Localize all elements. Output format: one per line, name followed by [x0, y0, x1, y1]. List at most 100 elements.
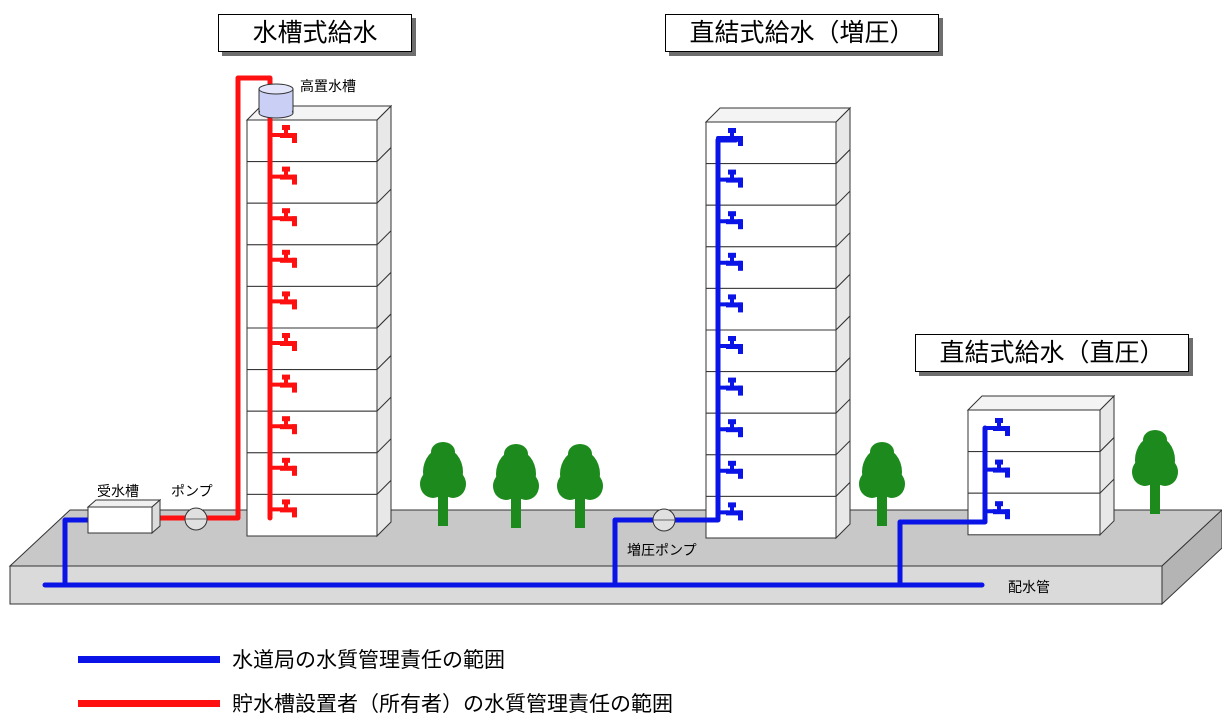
faucet-spout [280, 257, 296, 263]
faucet-stem [997, 463, 1001, 469]
faucet-nozzle [292, 133, 297, 143]
tree-trunk [438, 486, 448, 526]
floor-front [246, 369, 378, 412]
faucet-spout [726, 260, 742, 266]
faucet-direct-2 [993, 459, 1010, 478]
tree-trunk [511, 488, 521, 528]
faucet-booster-1 [726, 128, 743, 146]
faucet-nozzle [292, 174, 297, 185]
faucet-spout [280, 341, 296, 346]
tree-1 [420, 442, 466, 526]
faucet-spout [280, 465, 296, 471]
tree-crown-left [1132, 458, 1158, 486]
faucet-nozzle [292, 299, 297, 310]
floor-front [246, 119, 378, 163]
floor-front [705, 412, 837, 456]
faucet-spout [993, 426, 1009, 431]
faucet-booster-8 [726, 419, 743, 438]
tree-crown-left [859, 470, 885, 498]
label-receiving-tank: 受水槽 [97, 484, 139, 500]
floor-side [1099, 477, 1115, 537]
floor-front [246, 244, 378, 287]
faucet-handle [728, 294, 736, 300]
floor-front [246, 452, 378, 495]
faucet-handle [728, 211, 736, 217]
faucet-booster-2 [726, 169, 743, 188]
faucet-owner-2 [280, 166, 297, 185]
floor-front [967, 409, 1101, 453]
faucet-nozzle [738, 385, 743, 396]
faucet-direct-1 [993, 418, 1010, 436]
faucet-stem [730, 506, 734, 512]
tree-crown-right [1152, 458, 1178, 486]
floor-front [246, 327, 378, 371]
floor-front [967, 492, 1101, 536]
legend-line-owner [78, 699, 220, 707]
faucet-handle [728, 502, 736, 508]
faucet-spout [726, 136, 742, 141]
faucet-stem [730, 215, 734, 221]
pipe-utility-to-receiving-tank [62, 517, 93, 588]
faucet-spout [993, 467, 1009, 473]
faucet-owner-10 [280, 499, 297, 518]
faucet-spout [993, 509, 1009, 515]
faucet-stem [730, 381, 734, 387]
faucet-nozzle [1005, 426, 1010, 436]
faucet-stem [997, 505, 1001, 511]
faucet-handle [995, 459, 1003, 465]
faucet-nozzle [292, 257, 297, 268]
faucet-nozzle [292, 341, 297, 351]
faucet-owner-1 [280, 125, 297, 143]
title-direct-boost: 直結式給水（増圧） [665, 14, 939, 52]
faucet-owner-7 [280, 374, 297, 393]
faucet-spout [280, 133, 296, 138]
direct-building [966, 394, 1116, 537]
tree-trunk [877, 486, 887, 526]
faucet-stem [730, 423, 734, 429]
faucet-stem [284, 129, 288, 134]
floor-front [246, 202, 378, 246]
pump [184, 507, 208, 531]
faucet-stem [730, 340, 734, 345]
legend-line-utility [78, 655, 220, 663]
receiving-tank-top [86, 499, 162, 508]
faucet-handle [728, 252, 736, 258]
faucet-nozzle [738, 136, 743, 146]
tree-crown-top [568, 444, 592, 464]
faucet-booster-6 [726, 336, 743, 354]
faucet-handle [282, 125, 290, 130]
tree-2 [493, 444, 539, 528]
faucet-nozzle [738, 260, 743, 271]
faucet-spout [726, 385, 742, 391]
faucet-spout [280, 299, 296, 305]
faucet-nozzle [738, 219, 743, 230]
faucet-nozzle [292, 216, 297, 227]
elevated-tank-fill [260, 89, 292, 112]
pipe-booster-branch [612, 137, 739, 588]
floor-front [705, 121, 837, 165]
label-pump: ポンプ [171, 484, 213, 500]
floor-front [705, 163, 837, 206]
floor-front [705, 204, 837, 248]
faucet-spout [280, 424, 296, 430]
tree-crown-top [504, 444, 528, 464]
faucet-booster-9 [726, 460, 743, 479]
receiving-tank-front [87, 506, 153, 534]
floor-front [246, 410, 378, 454]
receiving-tank-side [151, 498, 161, 535]
roof [704, 107, 852, 123]
receiving-tank [86, 498, 162, 535]
floor-front [705, 454, 837, 497]
faucet-handle [995, 418, 1003, 423]
faucet-handle [728, 377, 736, 383]
equipment-layer [86, 83, 676, 535]
tree-crown-right [879, 470, 905, 498]
faucet-handle [282, 249, 290, 255]
floor-front [705, 246, 837, 289]
faucet-spout [726, 177, 742, 183]
faucet-nozzle [738, 344, 743, 354]
faucet-stem [284, 378, 288, 384]
faucet-handle [728, 169, 736, 175]
pipe-direct-branch [897, 425, 988, 588]
